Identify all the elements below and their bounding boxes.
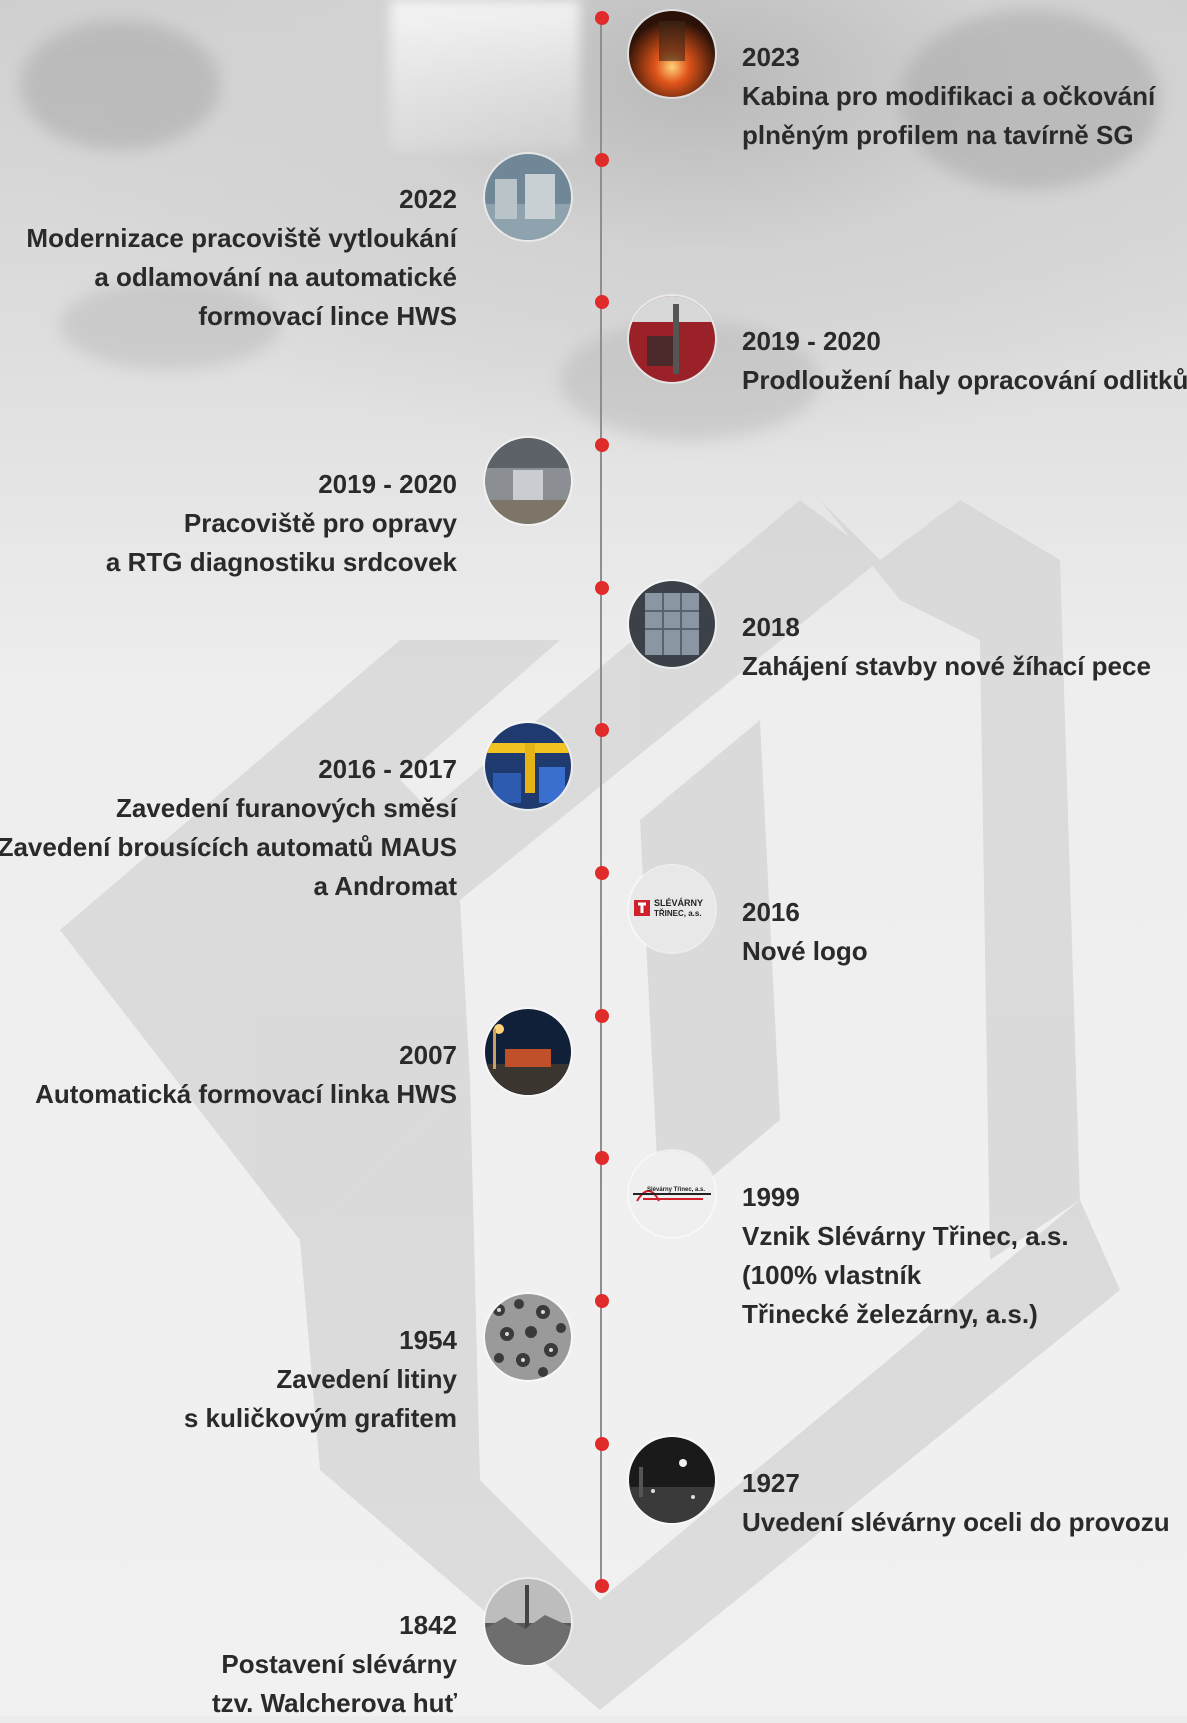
rock	[20, 20, 220, 150]
event-text: Zavedení furanových směsí	[115, 793, 457, 823]
timeline-event: 2007 Automatická formovací linka HWS	[35, 1036, 457, 1114]
event-photo-old-logo: Slévárny Třinec, a.s.	[629, 1151, 715, 1237]
timeline-event: 2019 - 2020 Pracoviště pro opravy a RTG …	[106, 465, 457, 582]
event-text: formovací lince HWS	[198, 301, 457, 331]
event-text: a Andromat	[313, 871, 458, 901]
timeline-dot	[595, 1579, 609, 1593]
timeline-event: 1999 Vznik Slévárny Třinec, a.s. (100% v…	[742, 1178, 1069, 1334]
event-text: Uvedení slévárny oceli do provozu	[742, 1507, 1170, 1537]
rock	[60, 280, 280, 370]
event-text: Zavedení litiny	[276, 1364, 457, 1394]
event-text: a odlamování na automatické	[94, 262, 457, 292]
event-year: 1842	[399, 1610, 457, 1640]
event-text: Nové logo	[742, 936, 868, 966]
timeline-event: 1954 Zavedení litiny s kuličkovým grafit…	[184, 1321, 457, 1438]
rock	[900, 10, 1160, 190]
event-year: 2019 - 2020	[742, 326, 881, 356]
event-year: 2022	[399, 184, 457, 214]
event-text: Postavení slévárny	[221, 1649, 457, 1679]
event-year: 2023	[742, 42, 800, 72]
event-year: 1954	[399, 1325, 457, 1355]
timeline-dot	[595, 295, 609, 309]
event-year: 2016 - 2017	[318, 754, 457, 784]
event-text: (100% vlastník	[742, 1260, 922, 1290]
timeline-event: 2022 Modernizace pracoviště vytloukání a…	[26, 180, 457, 336]
event-year: 2018	[742, 612, 800, 642]
event-text: plněným profilem na tavírně SG	[742, 120, 1134, 150]
event-photo-hall-interior	[485, 438, 571, 524]
timeline-dot	[595, 581, 609, 595]
timeline-dot	[595, 153, 609, 167]
event-year: 1999	[742, 1182, 800, 1212]
event-text: Kabina pro modifikaci a očkování	[742, 81, 1156, 111]
timeline-dot	[595, 866, 609, 880]
timeline-event: 2018 Zahájení stavby nové žíhací pece	[742, 608, 1151, 686]
event-photo-red-hall	[629, 296, 715, 382]
event-text: tzv. Walcherova huť	[211, 1688, 457, 1718]
event-text: Zahájení stavby nové žíhací pece	[742, 651, 1151, 681]
timeline-dot	[595, 1151, 609, 1165]
logo-text: Slévárny Třinec, a.s.	[647, 1187, 705, 1193]
timeline-event: 1927 Uvedení slévárny oceli do provozu	[742, 1464, 1170, 1542]
logo-text-bottom: TŘINEC, a.s.	[654, 909, 702, 918]
event-photo-night-plant	[629, 1437, 715, 1523]
event-text: Automatická formovací linka HWS	[35, 1079, 457, 1109]
event-text: Modernizace pracoviště vytloukání	[26, 223, 457, 253]
event-photo-annealing-furnace	[629, 581, 715, 667]
timeline-dot	[595, 438, 609, 452]
event-text: Třinecké železárny, a.s.)	[742, 1299, 1038, 1329]
waterfall-photo	[390, 0, 580, 150]
event-year: 2007	[399, 1040, 457, 1070]
timeline-event: 2023 Kabina pro modifikaci a očkování pl…	[742, 38, 1155, 155]
timeline-event: 2019 - 2020 Prodloužení haly opracování …	[742, 322, 1187, 400]
timeline-dot	[595, 1009, 609, 1023]
timeline-dot	[595, 1294, 609, 1308]
event-text: Zavedení brousících automatů MAUS	[0, 832, 457, 862]
event-photo-workshop	[485, 154, 571, 240]
event-year: 2016	[742, 897, 800, 927]
event-text: Vznik Slévárny Třinec, a.s.	[742, 1221, 1069, 1251]
logo-text-top: SLÉVÁRNY	[654, 898, 703, 908]
event-photo-machinery	[485, 723, 571, 809]
event-photo-graphite	[485, 1294, 571, 1380]
timeline-axis	[600, 18, 602, 1588]
event-text: Prodloužení haly opracování odlitků	[742, 365, 1187, 395]
timeline-event: 1842 Postavení slévárny tzv. Walcherova …	[212, 1606, 457, 1723]
event-text: Pracoviště pro opravy	[183, 508, 457, 538]
timeline-event: 2016 Nové logo	[742, 893, 868, 971]
event-photo-molding-line	[485, 1009, 571, 1095]
timeline-dot	[595, 11, 609, 25]
event-photo-historic-works	[485, 1579, 571, 1665]
timeline-dot	[595, 1437, 609, 1451]
event-year: 2019 - 2020	[318, 469, 457, 499]
event-text: a RTG diagnostiku srdcovek	[105, 547, 457, 577]
event-text: s kuličkovým grafitem	[183, 1403, 457, 1433]
event-year: 1927	[742, 1468, 800, 1498]
timeline-event: 2016 - 2017 Zavedení furanových směsí Za…	[0, 750, 457, 906]
event-photo-furnace	[629, 11, 715, 97]
timeline-dot	[595, 723, 609, 737]
